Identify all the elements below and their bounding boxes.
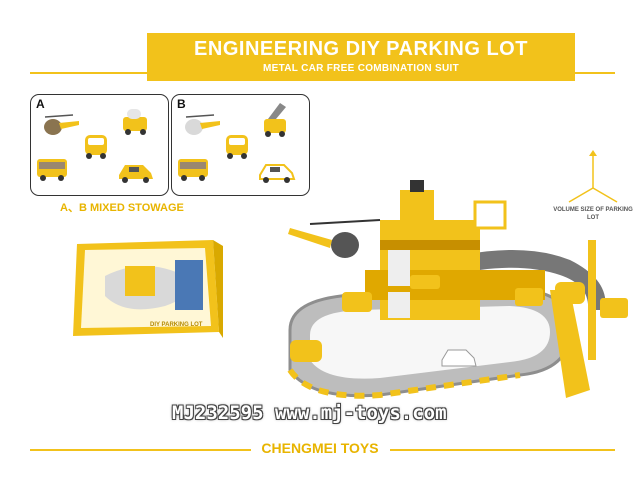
cement-mixer-icon [123, 109, 147, 135]
watermark-text: MJ232595 www.mj-toys.com [172, 402, 447, 424]
footer-rule-left [30, 449, 300, 451]
bus-icon [37, 159, 67, 181]
product-box-image [73, 240, 223, 338]
banner-rule-left [30, 72, 147, 74]
title-banner: ENGINEERING DIY PARKING LOT METAL CAR FR… [147, 33, 575, 81]
product-subtitle: METAL CAR FREE COMBINATION SUIT [263, 63, 459, 74]
brand-name: CHENGMEI TOYS [251, 440, 389, 456]
panel-a-label: A [36, 97, 45, 111]
cab-car-icon [85, 135, 107, 159]
panel-a-vehicles [37, 109, 153, 183]
helicopter-icon [185, 114, 220, 135]
excavator-icon [264, 103, 286, 137]
banner-rule-right [575, 72, 615, 74]
sports-car-icon [259, 164, 296, 183]
cab-car-icon [226, 135, 248, 159]
sports-car-icon [119, 165, 153, 183]
panel-b-label: B [177, 97, 186, 111]
parking-lot-image [287, 180, 628, 399]
volume-size-label: VOLUME SIZE OF PARKING LOT [553, 207, 633, 221]
helicopter-icon [44, 114, 79, 135]
panel-b-vehicles [178, 103, 296, 183]
stowage-panel-a: A [30, 94, 169, 196]
box-caption: DIY PARKING LOT [150, 322, 203, 328]
brand-footer: CHENGMEI TOYS [0, 440, 640, 456]
bus-icon [178, 159, 208, 181]
product-title: ENGINEERING DIY PARKING LOT [194, 38, 528, 60]
mixed-stowage-label: A、B MIXED STOWAGE [60, 202, 184, 214]
footer-rule-right [390, 449, 615, 451]
stowage-panel-b: B [171, 94, 310, 196]
dimension-arrows-icon [568, 150, 618, 203]
